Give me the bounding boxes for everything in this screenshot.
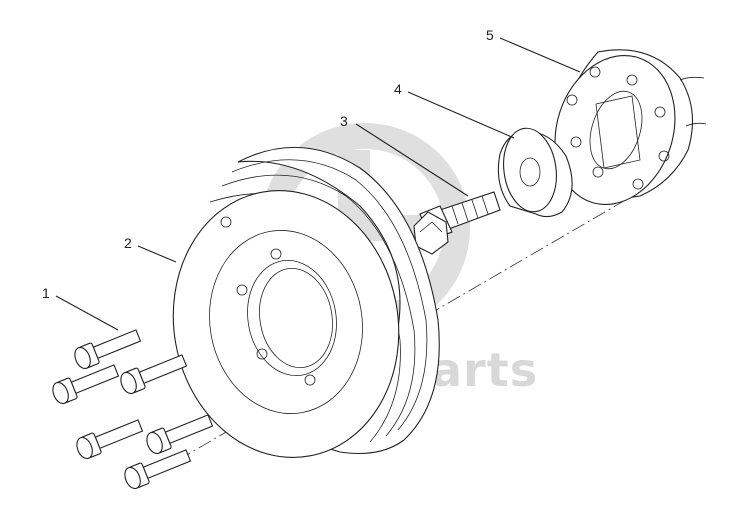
- leader-line-2: [137, 245, 177, 263]
- part-1-bolts: [52, 329, 214, 490]
- callout-5: 5: [486, 27, 494, 43]
- center-axis-line: [177, 179, 661, 461]
- bolt-1b: [52, 364, 120, 405]
- part-3-center-bolt: [413, 191, 501, 255]
- bolt-1e: [146, 414, 214, 455]
- bolt-1a: [74, 329, 142, 370]
- leader-line-5: [499, 37, 581, 73]
- leader-line-1: [55, 295, 119, 331]
- callout-4: 4: [394, 81, 402, 97]
- callout-2: 2: [124, 235, 132, 251]
- callout-3: 3: [340, 113, 348, 129]
- bolt-1c: [120, 354, 188, 395]
- leader-line-4: [407, 91, 515, 139]
- bolt-1f: [124, 449, 192, 490]
- part-5-hub-flange: [554, 49, 707, 206]
- leader-line-3: [355, 123, 469, 197]
- bolt-1d: [76, 419, 144, 460]
- part-2-pulley: [172, 146, 440, 458]
- part-4-washer: [497, 127, 573, 218]
- callout-1: 1: [42, 285, 50, 301]
- callouts: 1 2 3 4 5: [42, 27, 581, 331]
